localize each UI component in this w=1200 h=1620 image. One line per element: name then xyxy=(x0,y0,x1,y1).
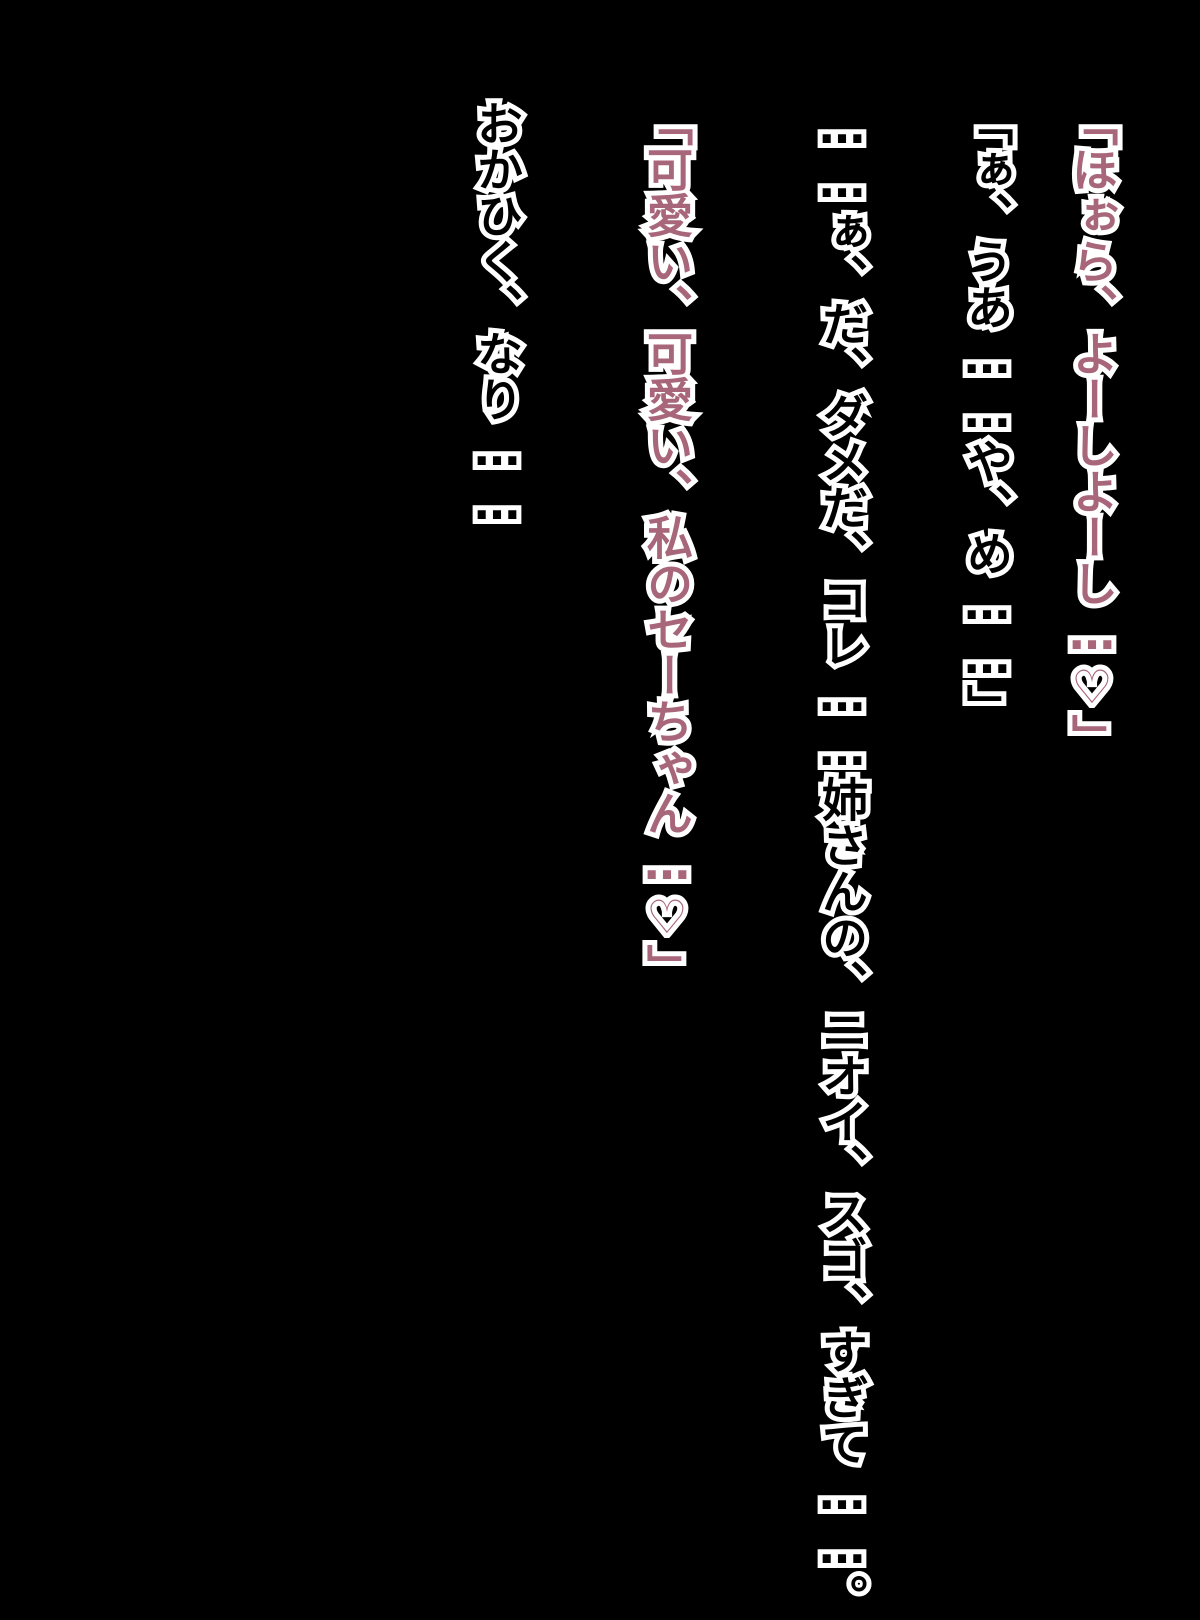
dialogue-line-1: 「ほぉら、よーしよーし…♡」 xyxy=(1060,95,1124,765)
dialogue-line-2: 「ぁ、うあ……や、め……」 xyxy=(955,95,1019,735)
dialogue-line-4: 「可愛い、可愛い、私のセーちゃん…♡」 xyxy=(635,95,699,995)
monologue-line-5: おかひく、なり…… xyxy=(465,95,529,535)
monologue-line-3: ……ぁ、だ、ダメだ、コレ……姉さんの、ニオイ、スゴ、すぎて……。 xyxy=(810,95,874,1620)
